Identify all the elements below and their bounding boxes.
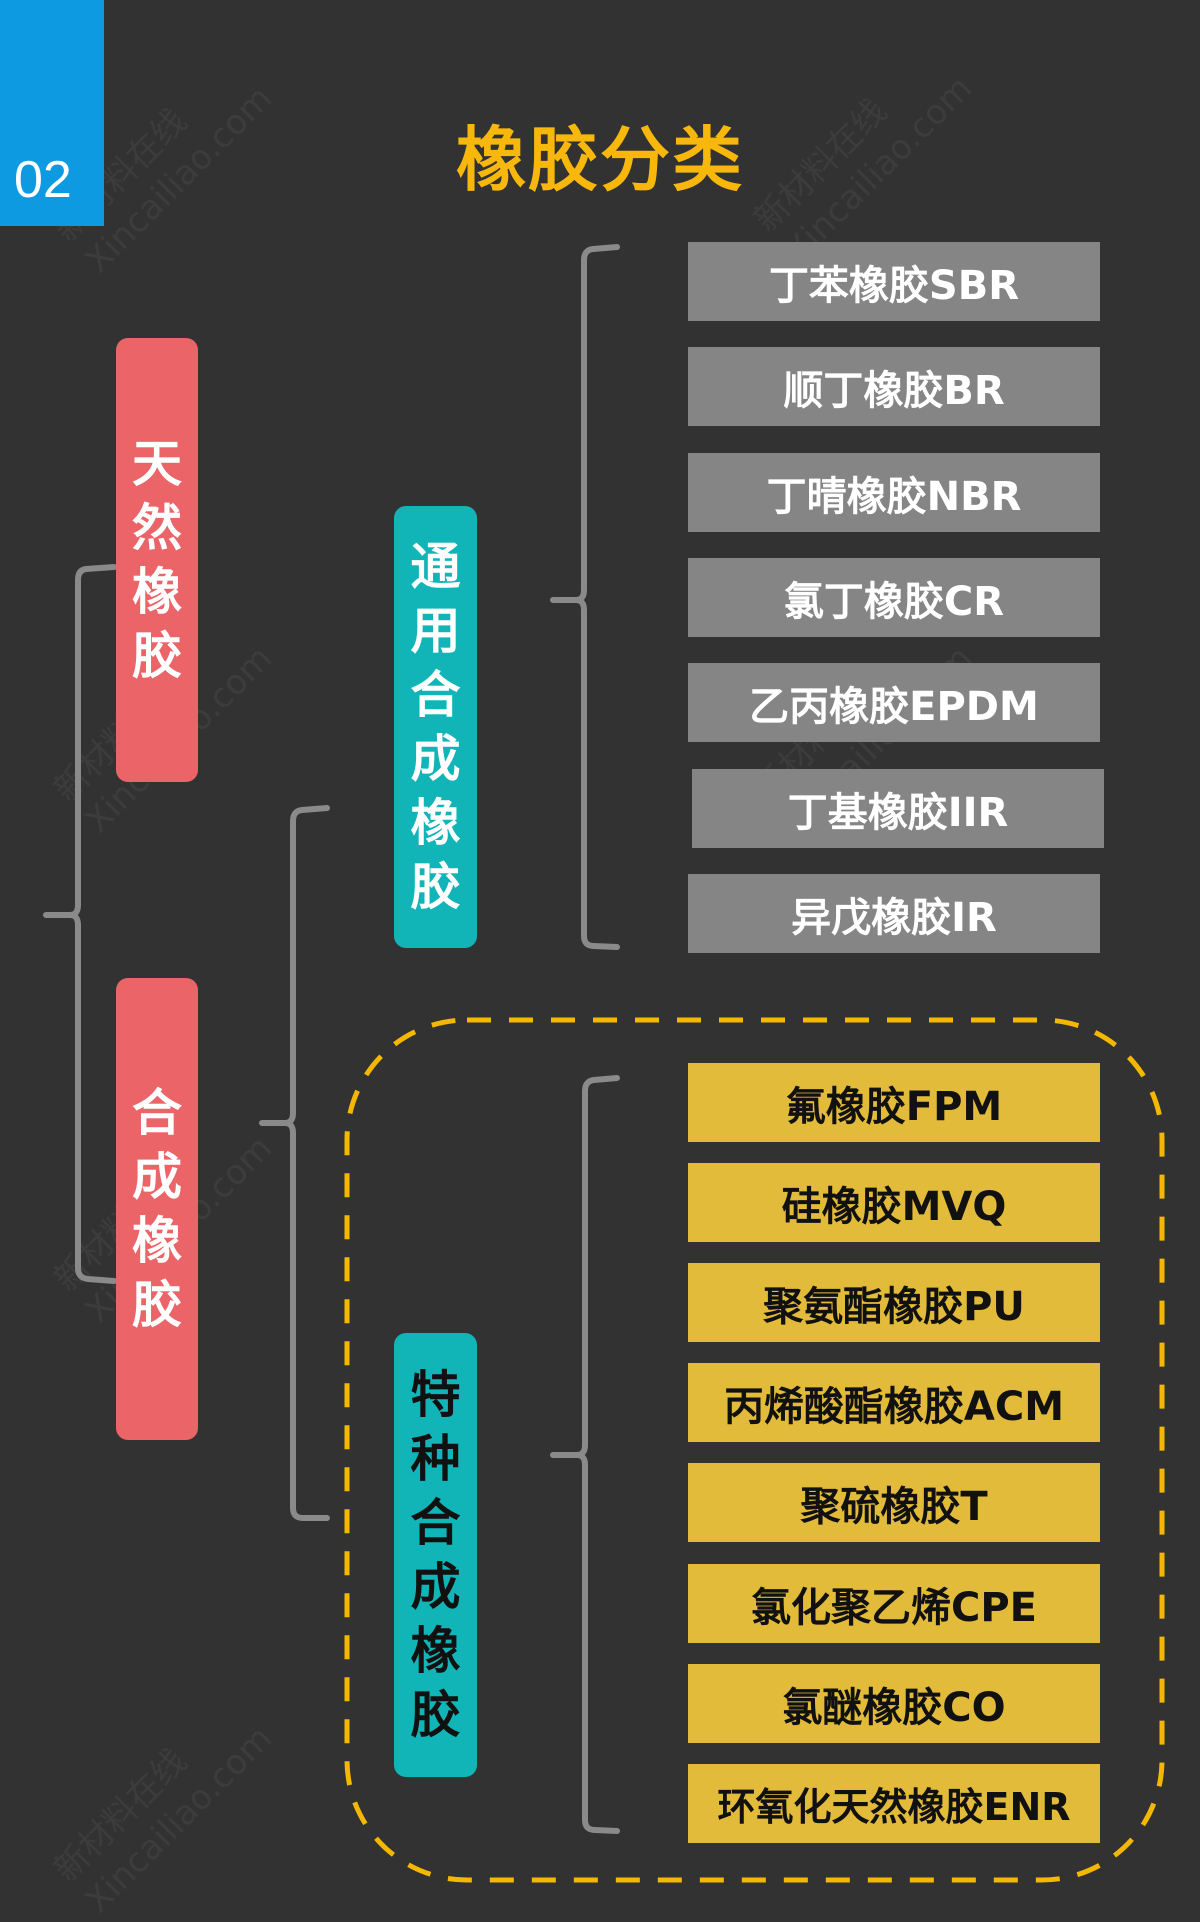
page-title: 橡胶分类 [456,119,744,201]
special-rubber-dashed-frame [344,1017,1165,1883]
bracket-special [550,1075,620,1834]
special-rubber-item[interactable]: 环氧化天然橡胶ENR [688,1764,1100,1843]
section-number-badge: 02 [0,0,104,226]
section-number: 02 [14,151,72,209]
category-natural-rubber[interactable]: 天 然 橡 胶 [116,338,198,782]
general-rubber-item[interactable]: 氯丁橡胶CR [688,558,1100,637]
special-rubber-item[interactable]: 聚硫橡胶T [688,1463,1100,1542]
category-special-synthetic-rubber[interactable]: 特 种 合 成 橡 胶 [394,1333,477,1777]
general-rubber-item[interactable]: 丁苯橡胶SBR [688,242,1100,321]
special-rubber-item[interactable]: 氟橡胶FPM [688,1063,1100,1142]
general-rubber-item[interactable]: 丁基橡胶IIR [692,769,1104,848]
general-rubber-item[interactable]: 异戊橡胶IR [688,874,1100,953]
bracket-synthetic [259,805,330,1521]
general-rubber-item[interactable]: 顺丁橡胶BR [688,347,1100,426]
general-rubber-item[interactable]: 乙丙橡胶EPDM [688,663,1100,742]
special-rubber-item[interactable]: 丙烯酸酯橡胶ACM [688,1363,1100,1442]
category-general-synthetic-rubber[interactable]: 通 用 合 成 橡 胶 [394,506,477,948]
special-rubber-item[interactable]: 硅橡胶MVQ [688,1163,1100,1242]
special-rubber-item[interactable]: 聚氨酯橡胶PU [688,1263,1100,1342]
bracket-root [43,564,117,1284]
category-synthetic-rubber[interactable]: 合 成 橡 胶 [116,978,198,1440]
special-rubber-item[interactable]: 氯化聚乙烯CPE [688,1564,1100,1643]
special-rubber-item[interactable]: 氯醚橡胶CO [688,1664,1100,1743]
bracket-general [550,244,620,950]
general-rubber-item[interactable]: 丁晴橡胶NBR [688,453,1100,532]
